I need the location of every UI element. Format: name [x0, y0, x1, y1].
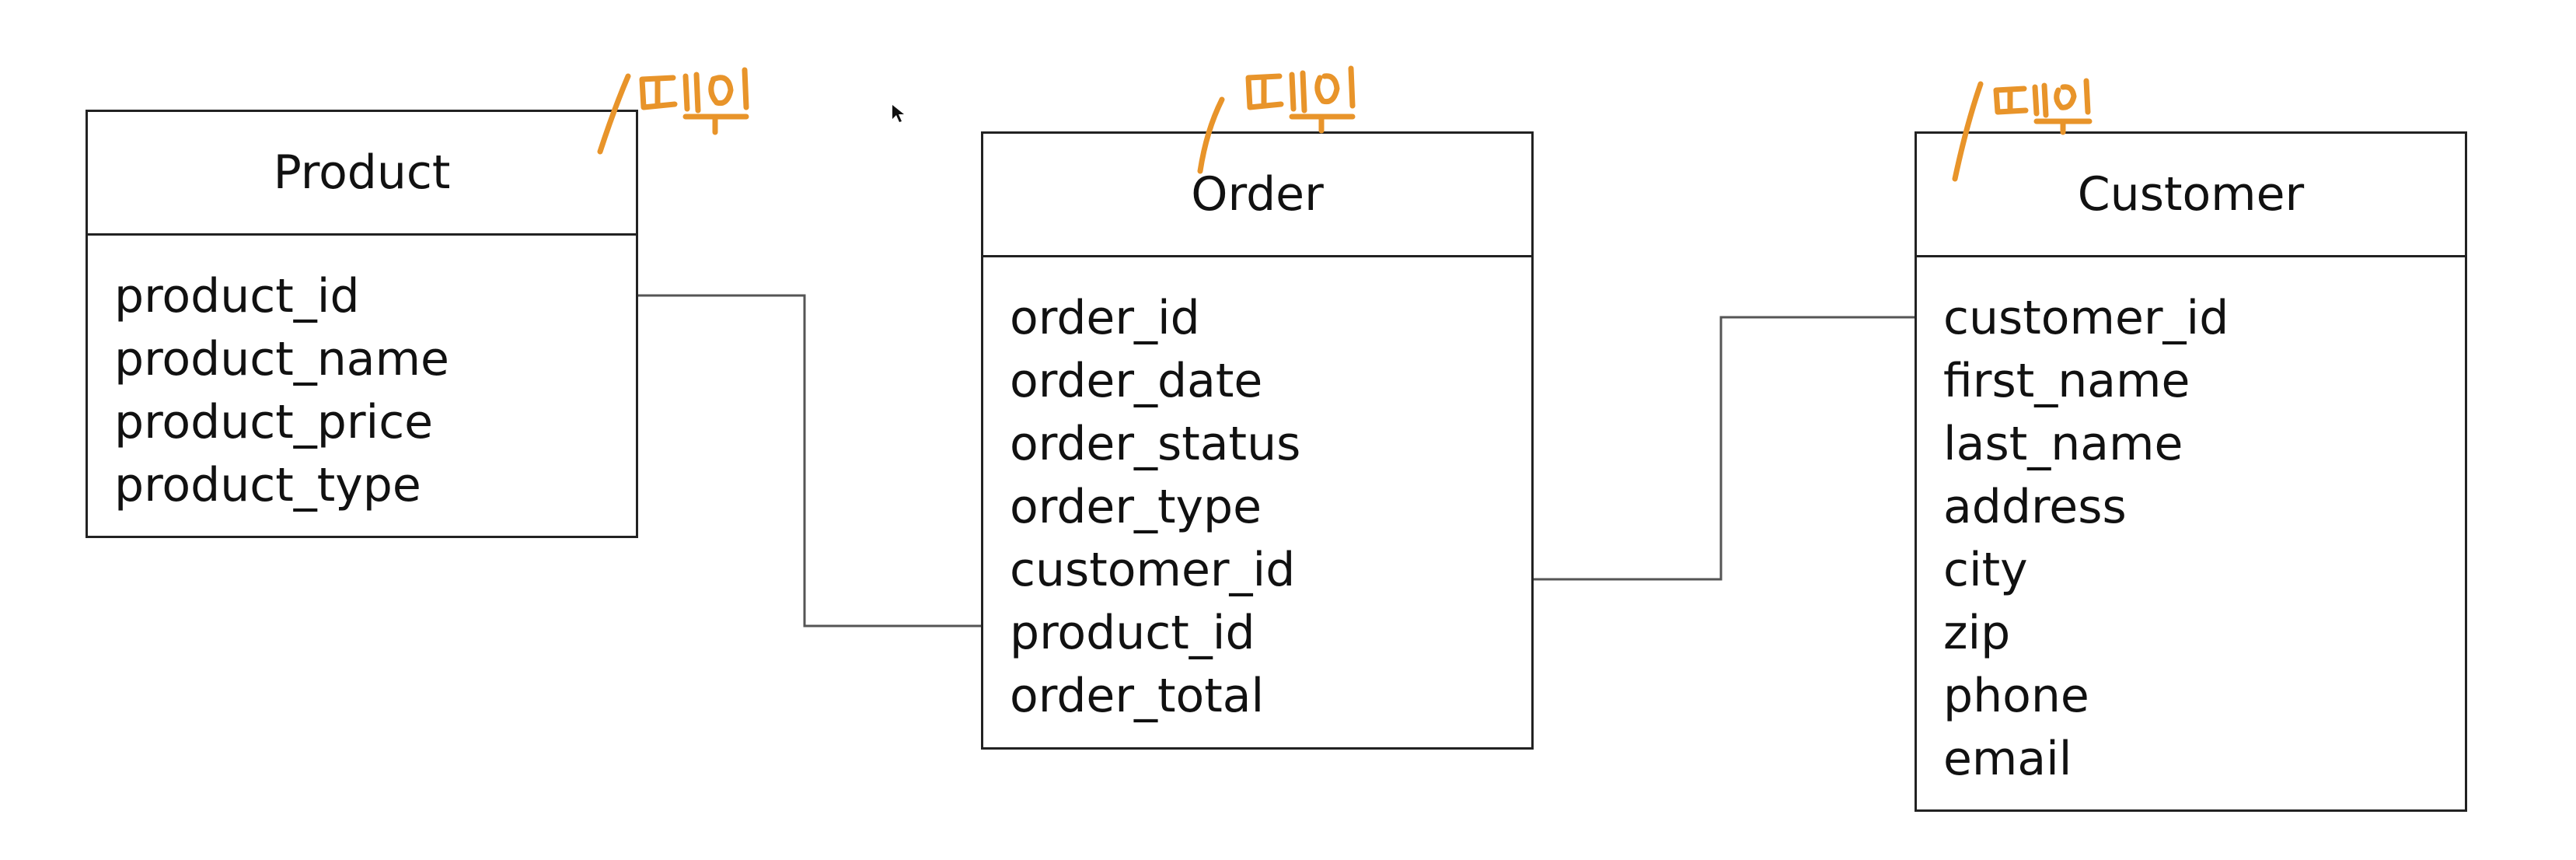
- field-phone: phone: [1943, 669, 2089, 723]
- product-table-fields: product_id product_name product_price pr…: [88, 236, 636, 517]
- field-email: email: [1943, 732, 2072, 786]
- order-table-fields: order_id order_date order_status order_t…: [983, 257, 1531, 728]
- field-order-status: order_status: [1010, 417, 1301, 471]
- customer-table-title: Customer: [1917, 134, 2465, 257]
- product-table: Product product_id product_name product_…: [86, 110, 638, 538]
- order-table-title: Order: [983, 134, 1531, 257]
- connector-order-customer: [1534, 316, 1915, 581]
- field-order-id: order_id: [1010, 291, 1200, 345]
- field-product-name: product_name: [114, 332, 449, 386]
- field-order-total: order_total: [1010, 669, 1265, 723]
- mouse-pointer-icon: [892, 105, 904, 122]
- field-product-price: product_price: [114, 395, 434, 449]
- customer-table-fields: customer_id first_name last_name address…: [1917, 257, 2465, 791]
- field-order-type: order_type: [1010, 480, 1262, 534]
- connector-product-order: [638, 294, 981, 628]
- customer-table: Customer customer_id first_name last_nam…: [1915, 131, 2467, 812]
- field-first-name: first_name: [1943, 354, 2190, 408]
- field-zip: zip: [1943, 606, 2011, 660]
- field-order-customer-id: customer_id: [1010, 543, 1296, 597]
- field-customer-id: customer_id: [1943, 291, 2229, 345]
- field-order-product-id: product_id: [1010, 606, 1255, 660]
- field-address: address: [1943, 480, 2127, 534]
- field-product-type: product_type: [114, 458, 421, 512]
- field-order-date: order_date: [1010, 354, 1263, 408]
- order-table: Order order_id order_date order_status o…: [981, 131, 1534, 750]
- product-table-title: Product: [88, 112, 636, 236]
- field-city: city: [1943, 543, 2028, 597]
- field-last-name: last_name: [1943, 417, 2183, 471]
- field-product-id: product_id: [114, 269, 360, 323]
